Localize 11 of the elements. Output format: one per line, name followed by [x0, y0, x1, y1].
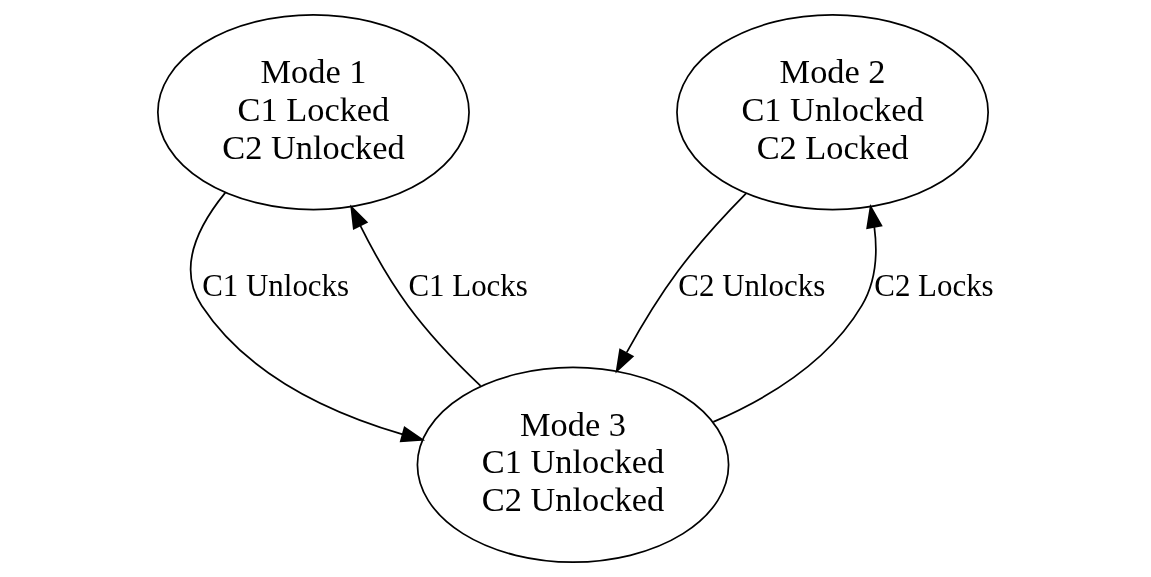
arrow	[189, 191, 425, 443]
edge-label: C1 Locks	[407, 268, 528, 304]
arrow	[614, 192, 747, 374]
edge-label: C1 Unlocks	[201, 268, 349, 304]
edge-label: C2 Unlocks	[677, 268, 825, 304]
arrow	[349, 204, 481, 387]
edge-label: C2 Locks	[873, 268, 994, 304]
arrow	[711, 204, 883, 423]
node-ellipse: Mode 1 C1 Locked C2 Unlocked	[156, 13, 470, 211]
node-ellipse: Mode 2 C1 Unlocked C2 Locked	[675, 13, 989, 211]
node-ellipse: Mode 3 C1 Unlocked C2 Unlocked	[416, 366, 729, 563]
